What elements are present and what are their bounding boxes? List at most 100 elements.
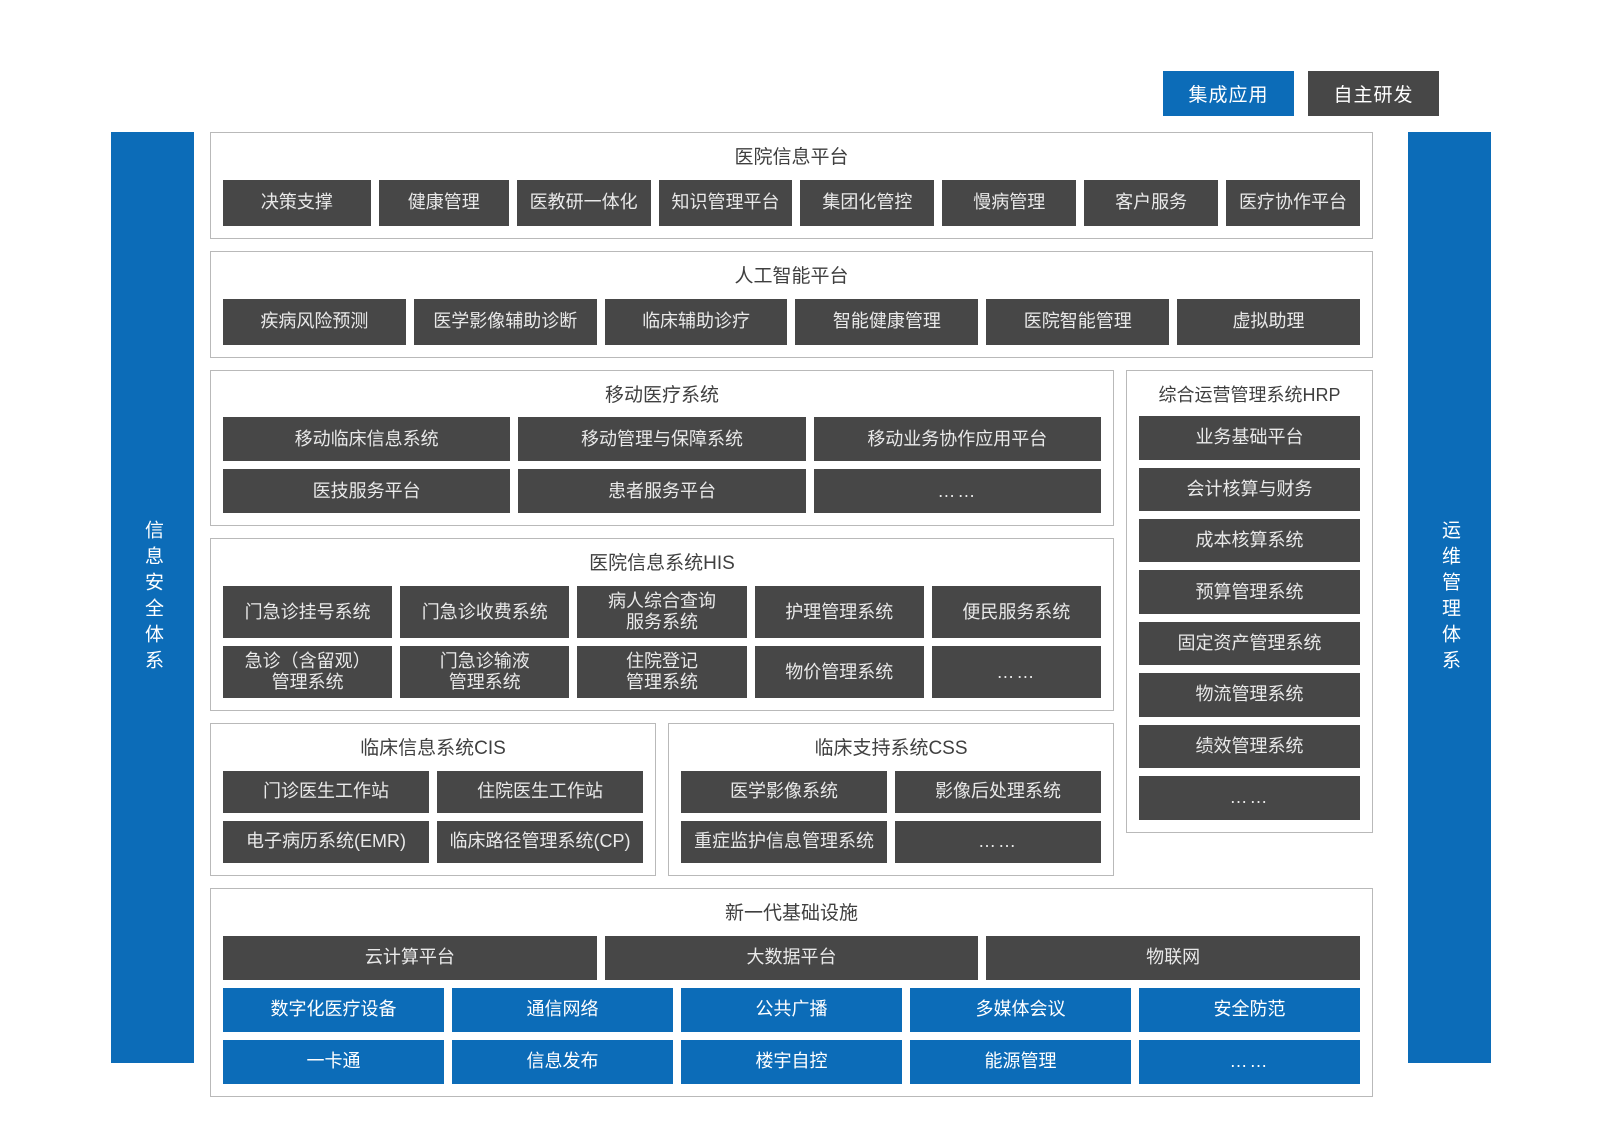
panel-title: 移动医疗系统	[604, 384, 719, 406]
sidebar-operations-management: 运维管理体系	[1408, 132, 1491, 1063]
item-outpatient-infusion-management-system[interactable]: 门急诊输液 管理系统	[400, 646, 570, 699]
item-security-protection[interactable]: 安全防范	[1139, 987, 1360, 1032]
sidebar-information-security: 信息安全体系	[111, 132, 194, 1063]
legend-item-integrated-app[interactable]: 集成应用	[1163, 71, 1294, 116]
item-outpatient-registration-system[interactable]: 门急诊挂号系统	[223, 586, 393, 639]
row-mobile-2: 医技服务平台 患者服务平台 ……	[223, 469, 1101, 514]
item-clinical-pathway-management-system[interactable]: 临床路径管理系统(CP)	[437, 820, 643, 863]
panel-ai-platform: 人工智能平台 疾病风险预测 医学影像辅助诊断 临床辅助诊疗 智能健康管理 医院智…	[210, 250, 1373, 358]
item-patient-comprehensive-query-service[interactable]: 病人综合查询 服务系统	[577, 586, 747, 639]
item-emr-system[interactable]: 电子病历系统(EMR)	[223, 820, 429, 863]
panel-hospital-info-platform: 医院信息平台 决策支撑 健康管理 医教研一体化 知识管理平台 集团化管控 慢病管…	[210, 132, 1373, 239]
item-energy-management[interactable]: 能源管理	[910, 1039, 1131, 1084]
item-hrp-more[interactable]: ……	[1139, 776, 1360, 820]
panel-mobile-medical: 移动医疗系统 移动临床信息系统 移动管理与保障系统 移动业务协作应用平台 医技服…	[210, 369, 1114, 527]
main-stack: 医院信息平台 决策支撑 健康管理 医教研一体化 知识管理平台 集团化管控 慢病管…	[210, 132, 1373, 1109]
row-infra-3: 一卡通 信息发布 楼宇自控 能源管理 ……	[223, 1039, 1360, 1084]
row-mobile-1: 移动临床信息系统 移动管理与保障系统 移动业务协作应用平台	[223, 417, 1101, 462]
item-medical-education-research[interactable]: 医教研一体化	[516, 179, 651, 226]
item-health-management[interactable]: 健康管理	[378, 179, 509, 226]
item-medical-imaging-system[interactable]: 医学影像系统	[681, 770, 887, 813]
item-internet-of-things[interactable]: 物联网	[986, 935, 1361, 980]
item-budget-management-system[interactable]: 预算管理系统	[1139, 570, 1360, 614]
item-public-broadcasting[interactable]: 公共广播	[681, 987, 902, 1032]
sidebar-right-label: 运维管理体系	[1439, 519, 1460, 676]
item-cost-accounting-system[interactable]: 成本核算系统	[1139, 519, 1360, 563]
item-mobile-clinical-info-system[interactable]: 移动临床信息系统	[223, 417, 511, 462]
item-medical-collaboration-platform[interactable]: 医疗协作平台	[1226, 179, 1360, 226]
item-information-release[interactable]: 信息发布	[452, 1039, 673, 1084]
panel-hrp: 综合运营管理系统HRP 业务基础平台 会计核算与财务 成本核算系统 预算管理系统…	[1126, 369, 1373, 833]
item-cloud-computing-platform[interactable]: 云计算平台	[223, 935, 597, 980]
item-accounting-finance[interactable]: 会计核算与财务	[1139, 467, 1360, 512]
sidebar-left-label: 信息安全体系	[142, 519, 163, 676]
panel-title: 综合运营管理系统HRP	[1158, 384, 1341, 405]
item-mobile-management-support-system[interactable]: 移动管理与保障系统	[518, 417, 806, 462]
item-css-more[interactable]: ……	[895, 820, 1101, 863]
item-price-management-system[interactable]: 物价管理系统	[754, 646, 924, 699]
item-logistics-management-system[interactable]: 物流管理系统	[1139, 673, 1360, 717]
item-inpatient-doctor-workstation[interactable]: 住院医生工作站	[437, 770, 643, 813]
row-css-2: 重症监护信息管理系统 ……	[681, 820, 1101, 863]
item-icu-information-management-system[interactable]: 重症监护信息管理系统	[681, 820, 887, 863]
panel-cis: 临床信息系统CIS 门诊医生工作站 住院医生工作站 电子病历系统(EMR) 临床…	[210, 723, 656, 876]
hrp-item-list: 业务基础平台 会计核算与财务 成本核算系统 预算管理系统 固定资产管理系统 物流…	[1139, 416, 1360, 820]
panel-his: 医院信息系统HIS 门急诊挂号系统 门急诊收费系统 病人综合查询 服务系统 护理…	[210, 538, 1114, 712]
item-chronic-disease-management[interactable]: 慢病管理	[942, 179, 1077, 226]
item-fixed-asset-management-system[interactable]: 固定资产管理系统	[1139, 621, 1360, 666]
band-left-column: 移动医疗系统 移动临床信息系统 移动管理与保障系统 移动业务协作应用平台 医技服…	[210, 369, 1114, 876]
item-disease-risk-prediction[interactable]: 疾病风险预测	[223, 298, 406, 345]
item-convenience-service-system[interactable]: 便民服务系统	[931, 586, 1102, 639]
item-big-data-platform[interactable]: 大数据平台	[604, 935, 979, 980]
item-multimedia-conference[interactable]: 多媒体会议	[910, 987, 1131, 1032]
item-mobile-business-collaboration-platform[interactable]: 移动业务协作应用平台	[813, 417, 1101, 462]
item-image-post-processing-system[interactable]: 影像后处理系统	[895, 770, 1101, 813]
item-communication-network[interactable]: 通信网络	[452, 987, 673, 1032]
split-cis-css: 临床信息系统CIS 门诊医生工作站 住院医生工作站 电子病历系统(EMR) 临床…	[210, 723, 1114, 876]
row-cis-2: 电子病历系统(EMR) 临床路径管理系统(CP)	[223, 820, 643, 863]
panel-title: 临床支持系统CSS	[814, 738, 968, 760]
item-group-management-control[interactable]: 集团化管控	[800, 179, 935, 226]
panel-infrastructure: 新一代基础设施 云计算平台 大数据平台 物联网 数字化医疗设备 通信网络 公共广…	[210, 887, 1373, 1097]
row-css-1: 医学影像系统 影像后处理系统	[681, 770, 1101, 813]
panel-title: 医院信息平台	[734, 147, 849, 168]
item-mobile-more[interactable]: ……	[813, 469, 1101, 514]
item-infra-more[interactable]: ……	[1139, 1039, 1360, 1084]
item-smart-health-management[interactable]: 智能健康管理	[795, 298, 979, 345]
item-building-automation[interactable]: 楼宇自控	[681, 1039, 902, 1084]
item-clinical-decision-support[interactable]: 临床辅助诊疗	[604, 298, 788, 345]
item-medical-technology-service-platform[interactable]: 医技服务平台	[223, 469, 511, 514]
item-inpatient-registration-management-system[interactable]: 住院登记 管理系统	[577, 646, 747, 699]
panel-title: 新一代基础设施	[724, 902, 858, 924]
item-outpatient-doctor-workstation[interactable]: 门诊医生工作站	[223, 770, 429, 813]
row-ai-items: 疾病风险预测 医学影像辅助诊断 临床辅助诊疗 智能健康管理 医院智能管理 虚拟助…	[223, 298, 1360, 345]
row-infra-2: 数字化医疗设备 通信网络 公共广播 多媒体会议 安全防范	[223, 987, 1360, 1032]
panel-title: 临床信息系统CIS	[360, 738, 506, 760]
item-nursing-management-system[interactable]: 护理管理系统	[754, 586, 924, 639]
row-hospital-info-items: 决策支撑 健康管理 医教研一体化 知识管理平台 集团化管控 慢病管理 客户服务 …	[223, 179, 1360, 226]
item-patient-service-platform[interactable]: 患者服务平台	[518, 469, 806, 514]
item-outpatient-billing-system[interactable]: 门急诊收费系统	[400, 586, 570, 639]
item-customer-service[interactable]: 客户服务	[1084, 179, 1219, 226]
panel-title: 医院信息系统HIS	[589, 553, 735, 575]
middle-band: 移动医疗系统 移动临床信息系统 移动管理与保障系统 移动业务协作应用平台 医技服…	[210, 369, 1373, 876]
legend: 集成应用 自主研发	[1163, 71, 1439, 116]
item-digital-medical-equipment[interactable]: 数字化医疗设备	[223, 987, 444, 1032]
item-emergency-observation-management-system[interactable]: 急诊（含留观） 管理系统	[223, 646, 393, 699]
item-medical-imaging-diagnosis[interactable]: 医学影像辅助诊断	[413, 298, 597, 345]
item-decision-support[interactable]: 决策支撑	[223, 179, 371, 226]
item-his-more[interactable]: ……	[931, 646, 1102, 699]
item-business-foundation-platform[interactable]: 业务基础平台	[1139, 416, 1360, 460]
panel-css: 临床支持系统CSS 医学影像系统 影像后处理系统 重症监护信息管理系统 ……	[668, 723, 1114, 876]
band-right-column: 综合运营管理系统HRP 业务基础平台 会计核算与财务 成本核算系统 预算管理系统…	[1126, 369, 1373, 833]
item-hospital-smart-management[interactable]: 医院智能管理	[986, 298, 1170, 345]
item-virtual-assistant[interactable]: 虚拟助理	[1177, 298, 1360, 345]
row-his-1: 门急诊挂号系统 门急诊收费系统 病人综合查询 服务系统 护理管理系统 便民服务系…	[223, 586, 1102, 639]
item-all-in-one-card[interactable]: 一卡通	[223, 1039, 444, 1084]
row-his-2: 急诊（含留观） 管理系统 门急诊输液 管理系统 住院登记 管理系统 物价管理系统…	[223, 646, 1102, 699]
item-performance-management-system[interactable]: 绩效管理系统	[1139, 724, 1360, 769]
legend-item-self-developed[interactable]: 自主研发	[1308, 71, 1439, 116]
row-cis-1: 门诊医生工作站 住院医生工作站	[223, 770, 643, 813]
item-knowledge-management-platform[interactable]: 知识管理平台	[658, 179, 793, 226]
